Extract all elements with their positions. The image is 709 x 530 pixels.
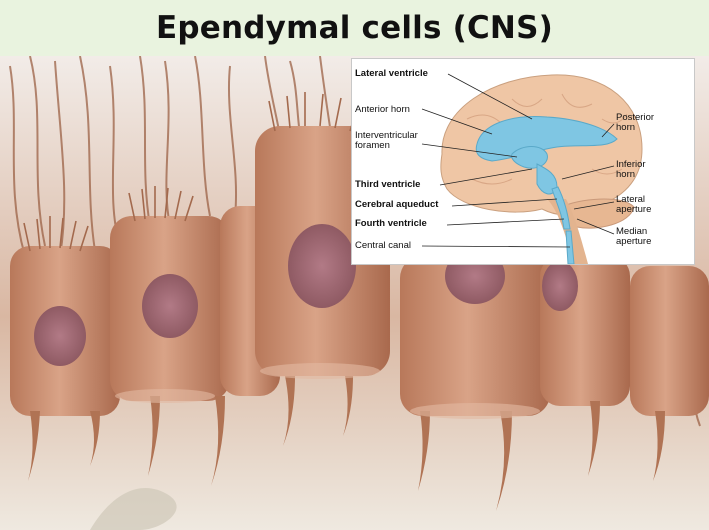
ventricles-diagram-inset: Lateral ventricle Anterior horn Interven…: [351, 58, 695, 265]
slide-title: Ependymal cells (CNS): [156, 10, 553, 46]
label-third-ventricle: Third ventricle: [355, 179, 421, 190]
label-lateral-aperture: Lateral aperture: [616, 194, 652, 215]
label-interventricular-foramen: Interventricular foramen: [355, 130, 418, 151]
label-cerebral-aqueduct: Cerebral aqueduct: [355, 199, 439, 210]
label-posterior-horn: Posterior horn: [616, 112, 655, 133]
label-inferior-horn: Inferior horn: [616, 159, 646, 180]
label-median-aperture: Median aperture: [616, 226, 652, 247]
brain-ventricles-diagram: [421, 73, 643, 264]
label-fourth-ventricle: Fourth ventricle: [355, 218, 427, 229]
label-central-canal: Central canal: [355, 240, 411, 251]
label-anterior-horn: Anterior horn: [355, 104, 410, 115]
label-lateral-ventricle: Lateral ventricle: [355, 68, 428, 79]
title-bar: Ependymal cells (CNS): [0, 0, 709, 56]
